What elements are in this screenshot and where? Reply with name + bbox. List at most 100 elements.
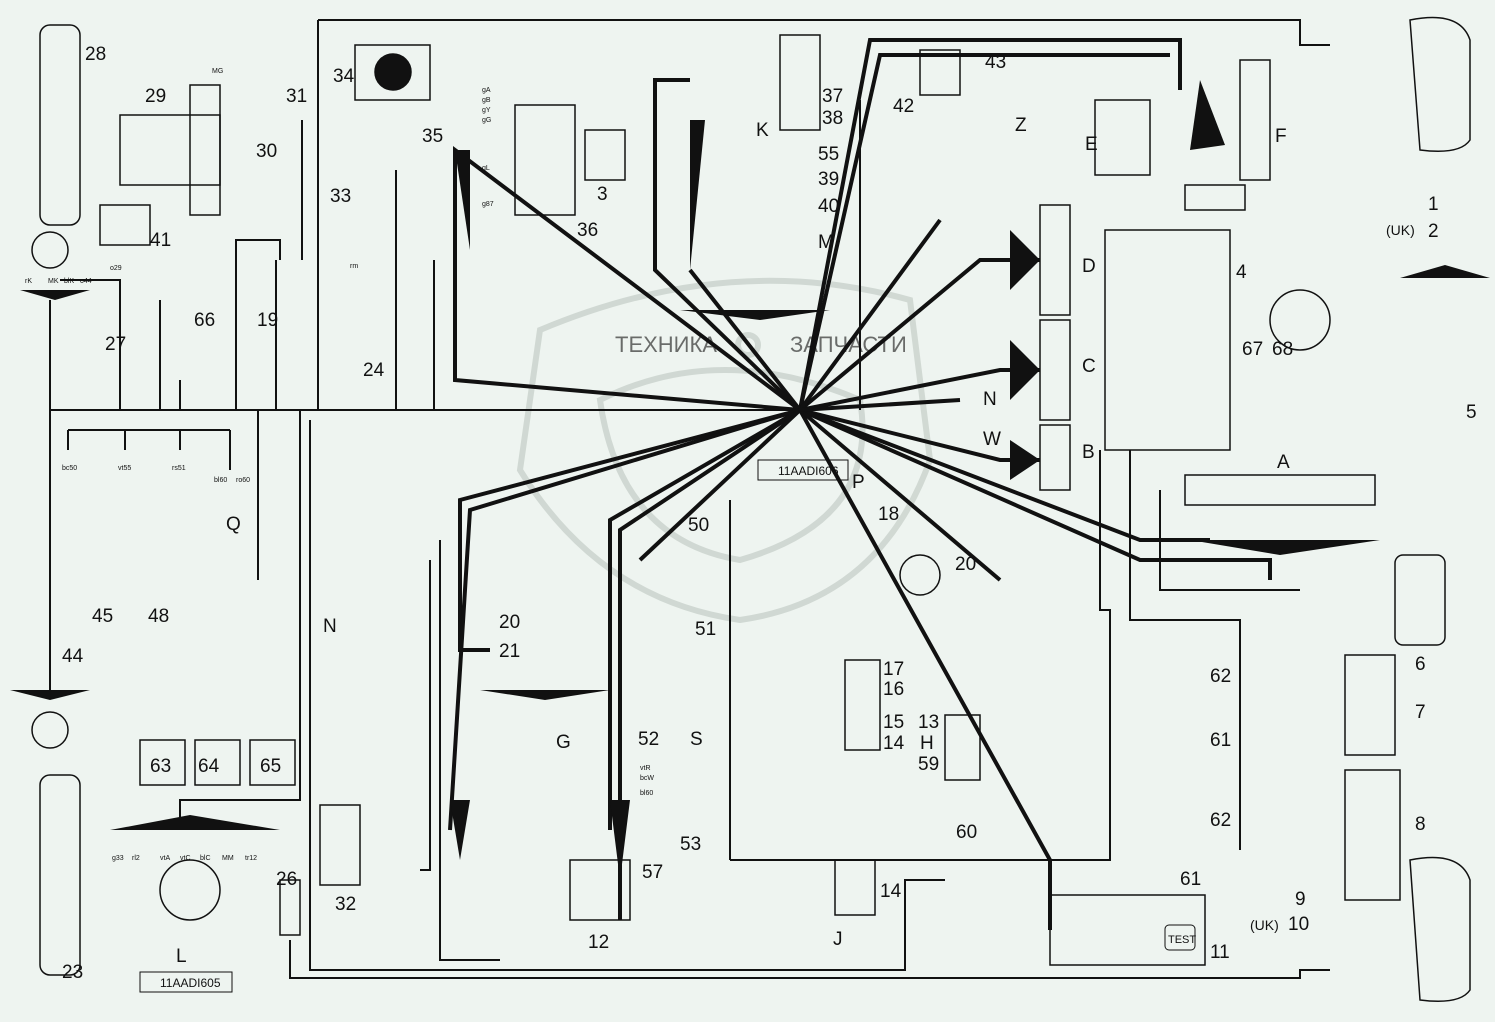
letter-G: G bbox=[556, 732, 571, 753]
letter-Q: Q bbox=[226, 514, 241, 535]
wire-codes: rK MK blK o44 g33 rl2 vtA vtC blC MM tr1… bbox=[25, 68, 654, 862]
letter-H: H bbox=[920, 733, 934, 754]
label-24: 23 bbox=[62, 962, 83, 983]
test-button-box bbox=[1164, 924, 1196, 951]
label-15: 14 bbox=[883, 733, 905, 754]
svg-text:o44: o44 bbox=[80, 278, 92, 285]
letter-J: J bbox=[833, 929, 843, 950]
svg-text:vtC: vtC bbox=[180, 855, 191, 862]
label-23: 21 bbox=[499, 641, 520, 662]
label-54: 55 bbox=[818, 144, 839, 165]
svg-text:bl60: bl60 bbox=[640, 790, 653, 797]
label-14: 14 bbox=[880, 881, 902, 902]
letter-N: N bbox=[323, 616, 337, 637]
label-59: 61 bbox=[1180, 869, 1201, 890]
letter-B: B bbox=[1082, 442, 1095, 463]
label-68: 66 bbox=[194, 310, 215, 331]
label-51: 51 bbox=[695, 619, 716, 640]
label-48: 45 bbox=[92, 606, 113, 627]
label-6: 6 bbox=[1415, 654, 1426, 675]
label-4: 4 bbox=[1236, 262, 1247, 283]
label-8: 8 bbox=[1415, 814, 1426, 835]
svg-text:g33: g33 bbox=[112, 855, 124, 862]
label-60: 62 bbox=[1210, 810, 1231, 831]
svg-text:bcW: bcW bbox=[640, 775, 654, 782]
letter-E: E bbox=[1085, 134, 1098, 155]
svg-text:gA: gA bbox=[482, 87, 491, 94]
svg-text:MK: MK bbox=[48, 278, 59, 285]
letter-C: C bbox=[1082, 356, 1096, 377]
components bbox=[31, 16, 1471, 1002]
svg-text:bl60: bl60 bbox=[214, 477, 227, 484]
label-32: 31 bbox=[286, 86, 307, 107]
uk-label-top: (UK) bbox=[1386, 222, 1415, 238]
label-5: 5 bbox=[1466, 402, 1477, 423]
letter-W: S bbox=[690, 729, 703, 750]
svg-text:bc50: bc50 bbox=[62, 465, 77, 472]
label-64: 64 bbox=[198, 756, 220, 777]
letter-M: M bbox=[818, 232, 834, 253]
label-55: 57 bbox=[642, 862, 663, 883]
label-63: 63 bbox=[150, 756, 171, 777]
svg-text:vt55: vt55 bbox=[118, 465, 131, 472]
svg-text:gB: gB bbox=[482, 97, 491, 104]
letter-S: P bbox=[852, 472, 865, 493]
label-17: 16 bbox=[883, 679, 904, 700]
ref-11AADI605: 11AADI605 bbox=[160, 976, 221, 990]
label-7: 7 bbox=[1415, 702, 1426, 723]
label-2: 2 bbox=[1428, 221, 1439, 242]
ref-box-606 bbox=[757, 459, 849, 481]
label-33: 32 bbox=[335, 894, 356, 915]
letter-F: F bbox=[1275, 126, 1287, 147]
label-53: 53 bbox=[680, 834, 701, 855]
label-9: 9 bbox=[1295, 889, 1306, 910]
label-39: 38 bbox=[822, 108, 843, 129]
label-1: 1 bbox=[1428, 194, 1439, 215]
label-66: 68 bbox=[1272, 339, 1293, 360]
label-45: 44 bbox=[62, 646, 84, 667]
svg-text:blC: blC bbox=[200, 855, 211, 862]
ref-11AADI606: 11AADI606 bbox=[778, 464, 839, 478]
svg-text:ro60: ro60 bbox=[236, 477, 250, 484]
label-67: 67 bbox=[1242, 339, 1263, 360]
label-42: 42 bbox=[893, 96, 914, 117]
label-38: 37 bbox=[822, 86, 843, 107]
label-13: 13 bbox=[918, 712, 939, 733]
label-49: 48 bbox=[148, 606, 169, 627]
label-31: 30 bbox=[256, 141, 277, 162]
label-35: 34 bbox=[333, 66, 355, 87]
label-40: 39 bbox=[818, 169, 839, 190]
label-11: 11 bbox=[1210, 942, 1230, 963]
label-12: 12 bbox=[588, 932, 609, 953]
svg-text:blK: blK bbox=[64, 278, 74, 285]
label-3: 3 bbox=[597, 184, 608, 205]
label-65: 65 bbox=[260, 756, 281, 777]
label-50: 50 bbox=[688, 515, 709, 536]
svg-text:tr12: tr12 bbox=[245, 855, 257, 862]
label-28: 24 bbox=[363, 360, 385, 381]
letter-Z: Z bbox=[1015, 115, 1027, 136]
letter-Y: W bbox=[983, 429, 1001, 450]
label-41: 40 bbox=[818, 196, 839, 217]
letter-P: N bbox=[983, 389, 997, 410]
label-37: 36 bbox=[577, 220, 598, 241]
fan-triangles bbox=[10, 80, 1490, 880]
letter-A: A bbox=[1277, 452, 1290, 473]
label-43: 43 bbox=[985, 52, 1006, 73]
label-52: 52 bbox=[638, 729, 659, 750]
svg-text:MM: MM bbox=[222, 855, 234, 862]
letter-D: D bbox=[1082, 256, 1096, 277]
test-button: TEST bbox=[1168, 934, 1196, 946]
svg-text:MG: MG bbox=[212, 68, 223, 75]
label-36: 35 bbox=[422, 126, 443, 147]
svg-text:g87: g87 bbox=[482, 201, 494, 208]
label-29: 28 bbox=[85, 44, 106, 65]
label-58: 60 bbox=[956, 822, 977, 843]
svg-text:o29: o29 bbox=[110, 265, 122, 272]
label-62: 62 bbox=[1210, 666, 1231, 687]
letter-K: K bbox=[756, 120, 769, 141]
label-61: 61 bbox=[1210, 730, 1231, 751]
label-27: 26 bbox=[276, 869, 297, 890]
connector-labels: K M Z E F D C B N W A P Q N G S H J L bbox=[176, 115, 1290, 967]
